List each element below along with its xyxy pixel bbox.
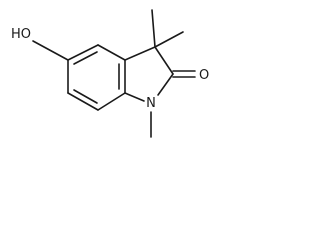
double-bond-inner-c6-c7 [73, 89, 98, 104]
bond-c4-c5 [67, 44, 99, 61]
bond-c3a-c3 [124, 46, 156, 61]
methyl-bond-c3-up [151, 9, 156, 48]
carbonyl-oxygen-label: O [199, 68, 209, 83]
bond-c2-n1 [157, 73, 174, 96]
bond-c3a-c4 [97, 44, 126, 61]
hydroxyl-bond [32, 40, 69, 61]
methyl-bond-c3-right [154, 31, 184, 48]
bond-n1-c7a [124, 92, 145, 102]
pyrrolidinone-ring [124, 46, 174, 102]
hydroxyl-label: HO [11, 27, 31, 42]
ring-nitrogen-label: N [146, 96, 156, 111]
gem-dimethyl-group [151, 9, 184, 48]
bond-c6-c7 [67, 92, 99, 111]
bond-c7-c7a [97, 92, 126, 111]
chemical-structure-diagram: HO O N [11, 9, 209, 138]
bond-c3-c2 [154, 46, 174, 75]
double-bond-inner-c4-c5 [73, 51, 98, 65]
benzene-ring [67, 44, 126, 111]
carbonyl-group [172, 70, 196, 78]
